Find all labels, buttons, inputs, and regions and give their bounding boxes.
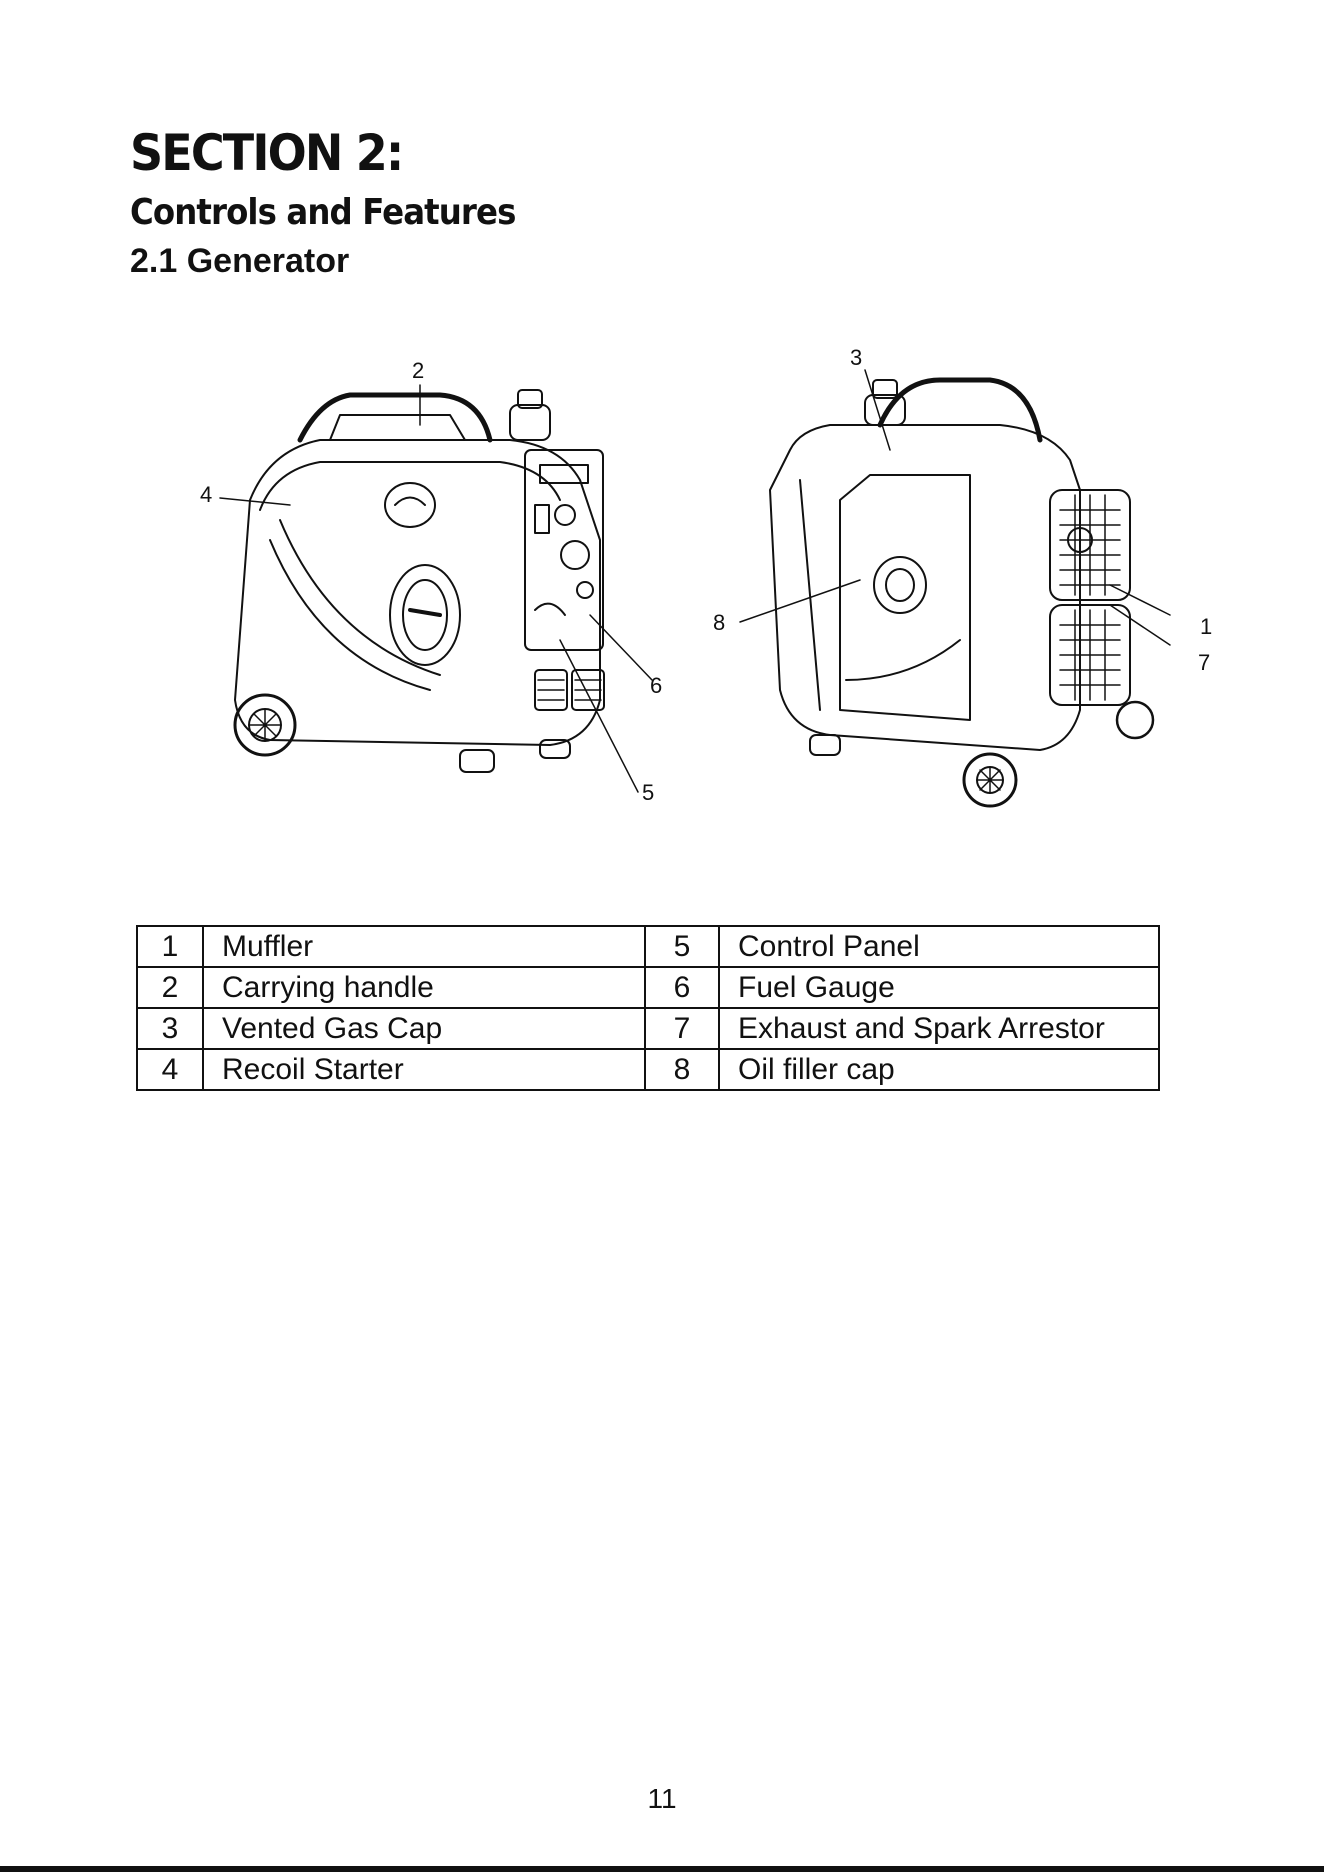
callout-4: 4	[200, 482, 212, 507]
table-row: 1 Muffler 5 Control Panel	[137, 926, 1159, 967]
part-number: 8	[645, 1049, 719, 1090]
part-name: Fuel Gauge	[719, 967, 1159, 1008]
page-bottom-rule	[0, 1866, 1324, 1872]
page-number: 11	[0, 1783, 1324, 1815]
part-number: 1	[137, 926, 203, 967]
part-number: 7	[645, 1008, 719, 1049]
table-row: 4 Recoil Starter 8 Oil filler cap	[137, 1049, 1159, 1090]
callout-6: 6	[650, 673, 662, 698]
part-name: Exhaust and Spark Arrestor	[719, 1008, 1159, 1049]
callout-7: 7	[1198, 650, 1210, 675]
subsection-heading: 2.1 Generator	[130, 244, 349, 278]
part-number: 5	[645, 926, 719, 967]
parts-table: 1 Muffler 5 Control Panel 2 Carrying han…	[136, 925, 1160, 1091]
section-title: SECTION 2:	[130, 128, 402, 178]
part-number: 6	[645, 967, 719, 1008]
callout-8: 8	[713, 610, 725, 635]
generator-front-view	[235, 390, 604, 772]
section-subtitle: Controls and Features	[130, 195, 515, 231]
part-name: Vented Gas Cap	[203, 1008, 645, 1049]
part-number: 2	[137, 967, 203, 1008]
callout-5: 5	[642, 780, 654, 805]
generator-rear-view	[770, 380, 1153, 806]
part-name: Oil filler cap	[719, 1049, 1159, 1090]
part-number: 3	[137, 1008, 203, 1049]
callout-3: 3	[850, 345, 862, 370]
generator-illustration: 2 4 3 8 1 7 6 5	[180, 340, 1240, 820]
part-number: 4	[137, 1049, 203, 1090]
callout-2: 2	[412, 358, 424, 383]
callout-1: 1	[1200, 614, 1212, 639]
part-name: Muffler	[203, 926, 645, 967]
part-name: Recoil Starter	[203, 1049, 645, 1090]
table-row: 2 Carrying handle 6 Fuel Gauge	[137, 967, 1159, 1008]
table-row: 3 Vented Gas Cap 7 Exhaust and Spark Arr…	[137, 1008, 1159, 1049]
part-name: Carrying handle	[203, 967, 645, 1008]
part-name: Control Panel	[719, 926, 1159, 967]
